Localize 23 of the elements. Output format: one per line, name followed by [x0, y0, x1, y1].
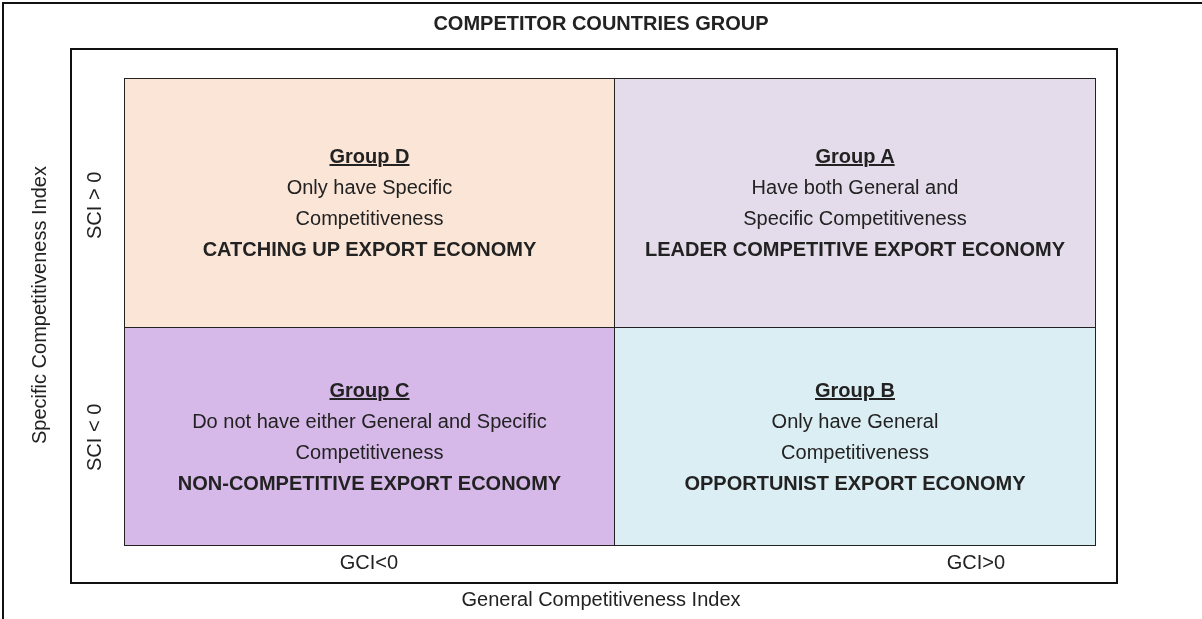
axis-title: General Competitiveness Index [460, 588, 742, 611]
category-text: OPPORTUNIST EXPORT ECONOMY [684, 470, 1026, 496]
description-text: Only have Specific Competitiveness [285, 175, 454, 231]
description-text: Have both General and Specific Competitiveness [742, 175, 968, 231]
axis-tick-label: SCI < 0 [83, 402, 106, 473]
group-heading: Group C [329, 377, 410, 403]
axis-tick-label: GCI<0 [338, 551, 400, 574]
diagram-title: COMPETITOR COUNTRIES GROUP [432, 12, 770, 35]
axis-tick-label: GCI>0 [945, 551, 1007, 574]
group-heading: Group A [815, 144, 895, 169]
group-heading: Group D [329, 144, 410, 169]
quadrant-box [124, 327, 615, 546]
category-text: LEADER COMPETITIVE EXPORT ECONOMY [644, 237, 1065, 262]
axis-title: Specific Competitiveness Index [28, 165, 51, 446]
description-text: Only have General Competitiveness [770, 408, 940, 465]
quadrant-box [614, 327, 1096, 546]
quadrant-box [124, 78, 615, 328]
axis-tick-label: SCI > 0 [83, 170, 106, 241]
category-text: NON-COMPETITIVE EXPORT ECONOMY [177, 470, 562, 496]
quadrant-box [614, 78, 1096, 328]
group-heading: Group B [815, 377, 895, 403]
category-text: CATCHING UP EXPORT ECONOMY [202, 237, 537, 262]
description-text: Do not have either General and Specific Competitiveness [191, 408, 548, 465]
